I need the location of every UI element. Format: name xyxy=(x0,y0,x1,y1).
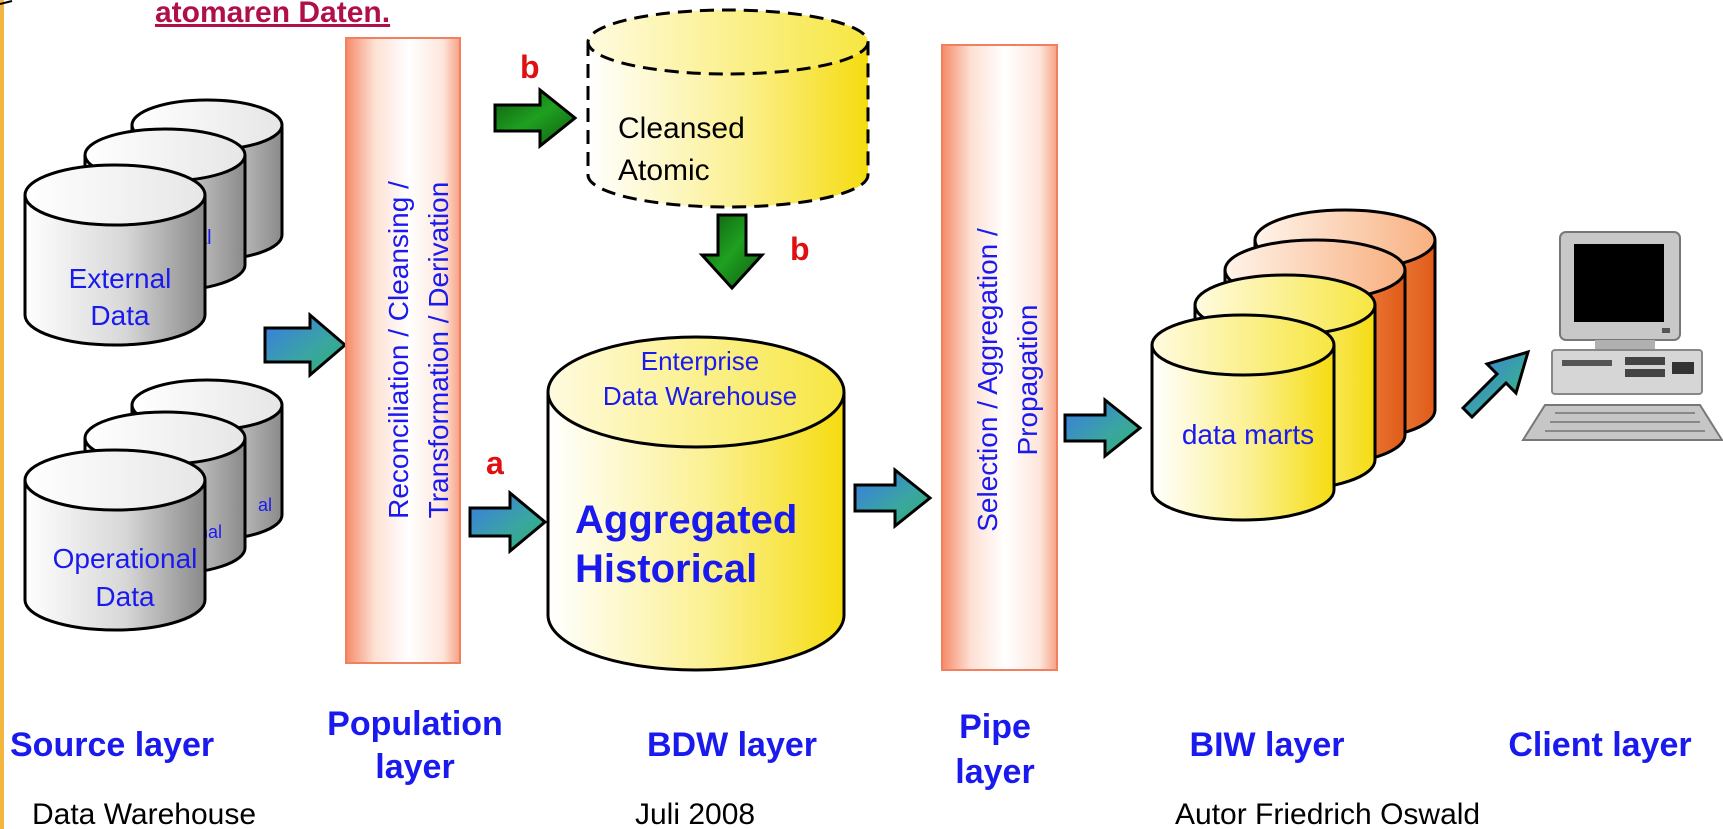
population-band: Reconciliation / Cleansing / Transformat… xyxy=(345,37,461,664)
pipe-band: Selection / Aggregation / Propagation xyxy=(941,44,1058,671)
data-marts-label: data marts xyxy=(1182,419,1314,450)
marker-a: a xyxy=(486,445,504,481)
header-fragment: atomaren Daten. xyxy=(155,0,390,29)
label-source-layer: Source layer xyxy=(10,726,214,764)
label-pipe-layer-line1: Pipe xyxy=(959,708,1031,746)
computer-icon xyxy=(1521,231,1723,441)
arrow-datamarts-to-client xyxy=(1460,349,1531,420)
label-bdw-layer: BDW layer xyxy=(647,726,817,764)
footer-right: Autor Friedrich Oswald xyxy=(1175,798,1480,829)
corner-mark xyxy=(0,0,13,5)
left-accent-bar xyxy=(0,0,4,829)
enterprise-warehouse-cylinder: Enterprise Data Warehouse Aggregated His… xyxy=(546,335,846,672)
operational-data-cylinders: al nal Operational Data xyxy=(23,378,284,632)
population-band-line2: Transformation / Derivation xyxy=(423,182,454,519)
cleansed-line1: Cleansed xyxy=(618,112,745,145)
footer-left: Data Warehouse xyxy=(32,798,256,829)
arrow-population-to-warehouse xyxy=(468,489,548,555)
warehouse-body-line1: Aggregated xyxy=(575,498,797,542)
cleansed-line2: Atomic xyxy=(618,154,710,187)
arrow-pipe-to-datamarts xyxy=(1063,396,1143,460)
label-population-layer-line1: Population xyxy=(327,705,503,743)
external-data-line1: External xyxy=(69,263,172,294)
arrow-warehouse-to-pipe xyxy=(853,466,933,530)
arrow-source-to-population xyxy=(263,311,348,379)
marker-b-top: b xyxy=(520,49,540,85)
external-data-cylinders: al External Data xyxy=(23,98,284,347)
warehouse-body-line2: Historical xyxy=(575,547,757,591)
label-biw-layer: BIW layer xyxy=(1190,726,1345,764)
arrow-population-to-cleansed xyxy=(493,86,578,150)
population-band-line1: Reconciliation / Cleansing / xyxy=(383,181,414,519)
data-marts-cylinders: data marts xyxy=(1150,208,1437,522)
external-data-line2: Data xyxy=(90,300,150,331)
operational-data-line2: Data xyxy=(95,581,155,612)
warehouse-top-line2: Data Warehouse xyxy=(603,381,797,411)
arrow-cleansed-to-warehouse xyxy=(698,213,766,291)
label-client-layer: Client layer xyxy=(1508,726,1691,764)
pipe-band-line2: Propagation xyxy=(1012,304,1043,455)
warehouse-top-line1: Enterprise xyxy=(641,346,760,376)
label-pipe-layer-line2: layer xyxy=(955,753,1034,791)
operational-partial-label-1: al xyxy=(258,495,272,515)
label-population-layer-line2: layer xyxy=(375,748,454,786)
footer-center: Juli 2008 xyxy=(635,798,755,829)
pipe-band-line1: Selection / Aggregation / xyxy=(972,228,1003,532)
cleansed-atomic-cylinder: Cleansed Atomic xyxy=(586,8,870,209)
operational-data-line1: Operational xyxy=(53,543,198,574)
marker-b-side: b xyxy=(790,231,810,267)
